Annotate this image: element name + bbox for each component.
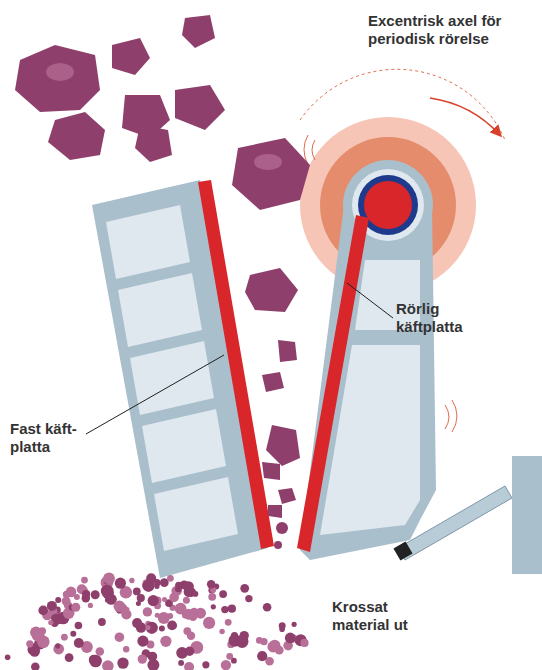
- leader-line: [347, 283, 393, 318]
- rotation-arrow: [430, 98, 500, 135]
- fixed-plate-label: Fast käft- platta: [10, 420, 92, 456]
- movable-jaw-plate: [297, 215, 369, 552]
- fixed-jaw-plate: [198, 180, 274, 549]
- toggle-block: [512, 456, 542, 574]
- movable-jaw-frame: [300, 205, 436, 560]
- shaft-label: Excentrisk axel för periodisk rörelse: [368, 12, 533, 48]
- rocks: [15, 15, 310, 549]
- vibration-marks: [445, 400, 457, 432]
- toggle-rod: [398, 486, 512, 560]
- crushed-material: [5, 572, 309, 670]
- output-label: Krossat material ut: [332, 598, 432, 634]
- leader-line: [86, 355, 224, 434]
- movable-plate-label: Rörlig käftplatta: [396, 300, 481, 336]
